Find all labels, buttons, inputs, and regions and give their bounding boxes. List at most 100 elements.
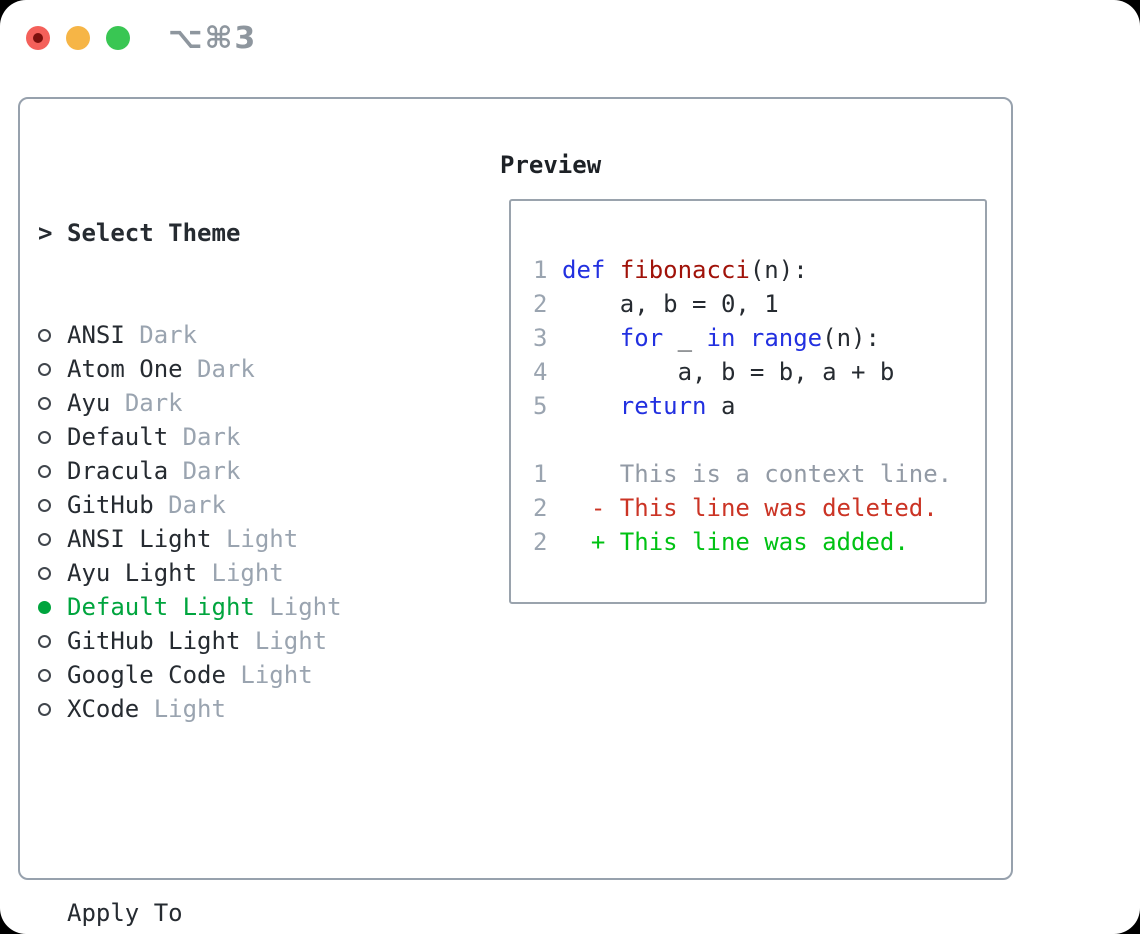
blank-line <box>533 423 952 457</box>
line-number: 2 <box>533 528 548 556</box>
theme-variant: Dark <box>124 389 183 417</box>
radio-icon <box>38 396 51 410</box>
code-token-plain: (n): <box>749 256 808 284</box>
code-token-keyword: in <box>706 324 736 352</box>
diff-line-added: 2 + This line was added. <box>533 525 952 559</box>
theme-list-header: > Select Theme <box>38 216 443 250</box>
window-shortcut-title: ⌥⌘3 <box>168 21 258 56</box>
theme-option-dracula-dark[interactable]: Dracula Dark <box>38 454 443 488</box>
radio-icon <box>38 430 67 444</box>
code-token-keyword: def <box>562 256 606 284</box>
radio-icon <box>38 328 51 342</box>
code-token-keyword: range <box>749 324 823 352</box>
line-number: 5 <box>533 392 548 420</box>
code-token-plain <box>562 324 620 352</box>
radio-icon <box>38 328 67 342</box>
radio-icon <box>38 532 51 546</box>
apply-to-header-row: Apply To <box>38 896 443 930</box>
theme-option-ayu-light-light[interactable]: Ayu Light Light <box>38 556 443 590</box>
theme-variant: Light <box>240 661 313 689</box>
radio-icon <box>38 498 67 512</box>
line-number: 4 <box>533 358 548 386</box>
theme-variant: Light <box>225 525 299 553</box>
theme-variant: Dark <box>182 457 241 485</box>
code-token-plain <box>562 392 620 420</box>
theme-variant: Dark <box>139 321 198 349</box>
radio-icon <box>38 532 67 546</box>
theme-name: Dracula <box>67 457 169 485</box>
code-token-context: This is a context line. <box>562 460 953 488</box>
theme-name: GitHub Light <box>67 627 241 655</box>
code-token-plain: (n): <box>822 324 880 352</box>
code-token-plain: _ <box>663 324 707 352</box>
line-number: 1 <box>533 460 548 488</box>
code-line: 5 return a <box>533 389 952 423</box>
theme-name: Ayu <box>67 389 111 417</box>
code-token-plain <box>562 528 591 556</box>
code-line: 3 for _ in range(n): <box>533 321 952 355</box>
theme-option-default-light-light[interactable]: Default Light Light <box>38 590 443 624</box>
radio-icon <box>38 566 51 580</box>
theme-name: Default <box>67 423 169 451</box>
theme-option-default-dark[interactable]: Default Dark <box>38 420 443 454</box>
close-dot-icon <box>33 33 43 43</box>
theme-list-title: Select Theme <box>67 219 241 247</box>
line-number: 2 <box>533 290 548 318</box>
theme-option-github-light-light[interactable]: GitHub Light Light <box>38 624 443 658</box>
diff-line-deleted: 2 - This line was deleted. <box>533 491 952 525</box>
spacer-row <box>38 794 443 828</box>
radio-icon <box>38 362 51 376</box>
close-button[interactable] <box>26 26 50 50</box>
theme-option-ansi-light-light[interactable]: ANSI Light Light <box>38 522 443 556</box>
radio-icon <box>38 702 67 716</box>
radio-icon <box>38 430 51 444</box>
theme-variant: Light <box>211 559 284 587</box>
radio-icon <box>38 634 67 648</box>
code-token-plain <box>735 324 749 352</box>
theme-variant: Light <box>254 627 328 655</box>
code-line: 4 a, b = b, a + b <box>533 355 952 389</box>
zoom-button[interactable] <box>106 26 130 50</box>
theme-variant: Dark <box>168 491 226 519</box>
theme-name: Default Light <box>67 593 255 621</box>
radio-icon <box>38 668 67 682</box>
radio-icon <box>38 702 51 716</box>
theme-variant: Light <box>269 593 342 621</box>
theme-name: ANSI Light <box>67 525 212 553</box>
line-number: 1 <box>533 256 548 284</box>
code-token-plain <box>562 494 591 522</box>
code-token-plain: a, b = 0, 1 <box>562 290 779 318</box>
preview-title: Preview <box>500 151 602 179</box>
code-token-plain <box>605 256 619 284</box>
code-token-plain: a, b = b, a + b <box>562 358 895 386</box>
cursor-icon: > <box>38 219 53 247</box>
code-token-deleted: - This line was deleted. <box>590 494 938 522</box>
theme-name: Ayu Light <box>67 559 198 587</box>
line-number: 3 <box>533 324 548 352</box>
code-line: 2 a, b = 0, 1 <box>533 287 952 321</box>
theme-option-google-code-light[interactable]: Google Code Light <box>38 658 443 692</box>
theme-name: Google Code <box>67 661 226 689</box>
radio-icon <box>38 566 67 580</box>
theme-name: XCode <box>67 695 140 723</box>
apply-to-title: Apply To <box>67 899 183 927</box>
code-token-plain: a <box>706 392 736 420</box>
radio-icon <box>38 668 51 682</box>
code-token-keyword: for <box>619 324 664 352</box>
line-number: 2 <box>533 494 548 522</box>
minimize-button[interactable] <box>66 26 90 50</box>
radio-icon <box>38 634 51 648</box>
theme-variant: Dark <box>182 423 241 451</box>
theme-option-ayu-dark[interactable]: Ayu Dark <box>38 386 443 420</box>
radio-icon <box>38 396 67 410</box>
radio-icon <box>38 362 67 376</box>
